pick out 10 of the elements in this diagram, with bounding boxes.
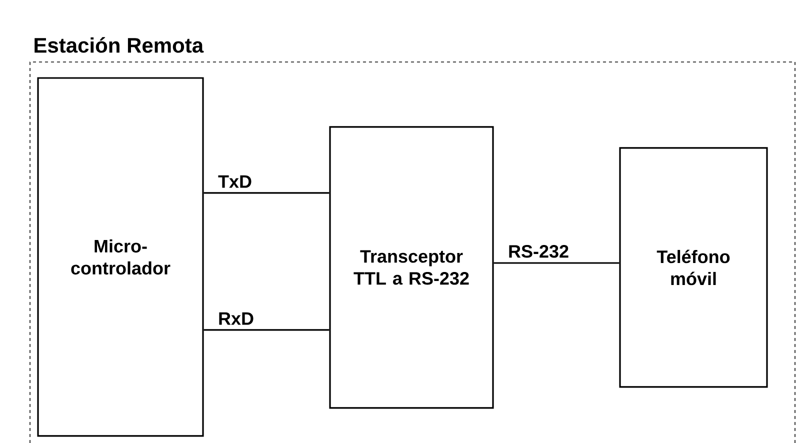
- edge-label: TxD: [218, 175, 252, 188]
- block-box: Micro- controlador: [37, 77, 204, 437]
- edge-label: RxD: [219, 312, 254, 325]
- block-box: Transceptor TTL a RS-232: [329, 126, 494, 409]
- block-box: Teléfono móvil: [619, 147, 768, 388]
- connector-line: [204, 329, 330, 331]
- edge-label: RS-232: [509, 245, 568, 258]
- connector-line: [204, 192, 330, 194]
- section-title: Estación Remota: [34, 37, 204, 53]
- connector-line: [494, 262, 620, 264]
